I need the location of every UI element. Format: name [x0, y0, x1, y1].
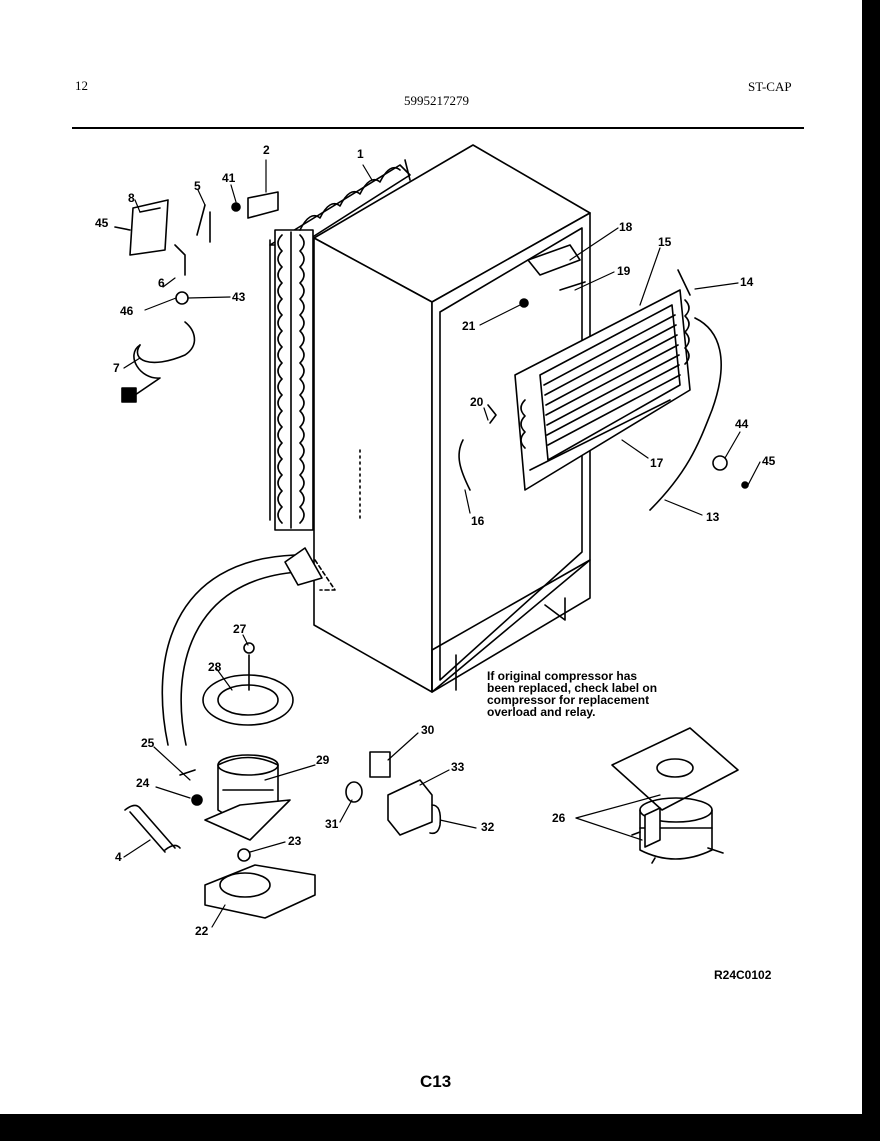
callout-26: 26 — [552, 811, 566, 825]
scan-border-right — [862, 0, 880, 1141]
callout-17: 17 — [650, 456, 664, 470]
callout-24: 24 — [136, 776, 150, 790]
callout-13: 13 — [706, 510, 720, 524]
callout-6: 6 — [158, 276, 165, 290]
compressor-assembly — [124, 642, 316, 919]
callout-19: 19 — [617, 264, 631, 278]
callout-30: 30 — [421, 723, 435, 737]
callout-22: 22 — [195, 924, 209, 938]
callout-8: 8 — [128, 191, 135, 205]
callout-1: 1 — [357, 147, 364, 161]
callout-15: 15 — [658, 235, 672, 249]
callout-43: 43 — [232, 290, 246, 304]
note-line-4: overload and relay. — [487, 705, 596, 719]
callout-4: 4 — [115, 850, 122, 864]
note-line-2: been replaced, check label on — [487, 681, 658, 695]
page-number: 12 — [75, 78, 88, 93]
compressor-replacement-note: If original compressor has been replaced… — [487, 670, 717, 718]
callout-5: 5 — [194, 179, 201, 193]
callout-27: 27 — [233, 622, 247, 636]
callout-20: 20 — [470, 395, 484, 409]
callout-45-upper: 45 — [95, 216, 109, 230]
callout-29: 29 — [316, 753, 330, 767]
small-parts-upper — [114, 191, 749, 491]
callout-45-right: 45 — [762, 454, 776, 468]
callout-25: 25 — [141, 736, 155, 750]
leader-lines — [123, 159, 761, 928]
page-code: C13 — [420, 1072, 452, 1091]
relay-overload-parts — [345, 751, 442, 836]
note-line-3: compressor for replacement — [487, 693, 650, 707]
drain-tube — [161, 547, 336, 746]
note-line-1: If original compressor has — [487, 669, 638, 683]
callout-33: 33 — [451, 760, 465, 774]
callout-46: 46 — [120, 304, 134, 318]
refrigerator-cabinet — [313, 144, 591, 693]
callout-7: 7 — [113, 361, 120, 375]
model-code: ST-CAP — [748, 79, 792, 94]
callout-32: 32 — [481, 820, 495, 834]
evaporator — [514, 269, 722, 511]
callout-23: 23 — [288, 834, 302, 848]
callout-44: 44 — [735, 417, 749, 431]
part-number: 5995217279 — [404, 93, 469, 108]
callout-2: 2 — [263, 143, 270, 157]
callout-31: 31 — [325, 817, 339, 831]
scan-border-bottom — [0, 1114, 880, 1141]
condenser-coil — [269, 159, 411, 531]
callout-41: 41 — [222, 171, 236, 185]
callout-28: 28 — [208, 660, 222, 674]
callout-18: 18 — [619, 220, 633, 234]
drawing-reference: R24C0102 — [714, 968, 772, 982]
alternate-compressor — [611, 727, 739, 864]
callout-14: 14 — [740, 275, 754, 289]
callout-21: 21 — [462, 319, 476, 333]
callout-16: 16 — [471, 514, 485, 528]
header-rule — [72, 127, 804, 129]
